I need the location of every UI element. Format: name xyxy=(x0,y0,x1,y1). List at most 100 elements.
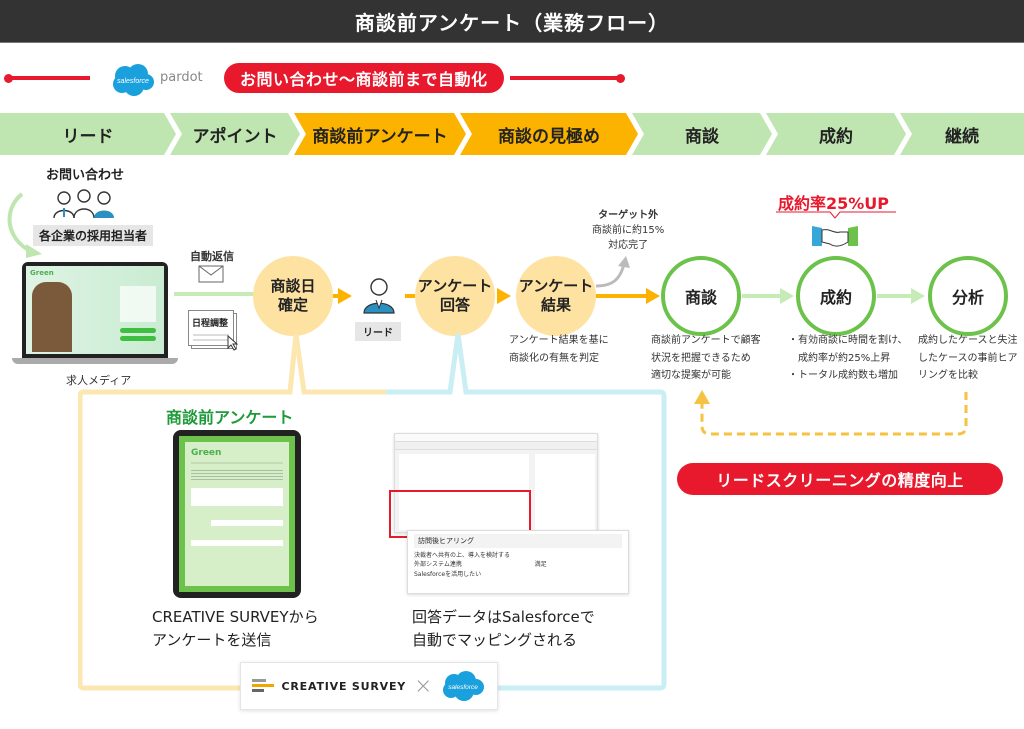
stage-appointment: アポイント xyxy=(170,113,300,155)
step-survey-result: アンケート結果 xyxy=(516,256,596,336)
hearing-section-title: 訪問後ヒアリング xyxy=(414,534,622,548)
lead-person-icon xyxy=(363,278,395,314)
cta-button xyxy=(120,328,156,333)
contract-desc: ・有効商談に時間を割け、 成約率が約25%上昇 ・トータル成約数も増加 xyxy=(788,332,908,385)
pardot-label: pardot xyxy=(160,70,203,85)
arrow-head xyxy=(780,288,794,304)
step-survey-answer: アンケート回答 xyxy=(415,256,495,336)
people-label: 各企業の採用担当者 xyxy=(33,225,154,246)
survey-result-desc: アンケート結果を基に 商談化の有無を判定 xyxy=(509,332,609,367)
curved-arrow-gray-icon xyxy=(595,256,630,288)
callout-line xyxy=(776,211,896,219)
desc-line: 商談化の有無を判定 xyxy=(509,352,599,364)
schedule-label: 日程調整 xyxy=(192,319,229,329)
stage-contract: 成約 xyxy=(766,113,906,155)
laptop-base xyxy=(12,358,178,364)
arrow-line xyxy=(742,294,782,298)
creative-survey-logo-icon xyxy=(251,679,274,692)
step-contract: 成約 xyxy=(796,256,876,336)
inquiry-title: お問い合わせ xyxy=(46,168,125,183)
desc-line: ・有効商談に時間を割け、 xyxy=(788,335,908,346)
step-line: アンケート xyxy=(417,276,493,295)
step-line: 確定 xyxy=(277,296,308,314)
arrow-line xyxy=(877,294,913,298)
stage-bar: リード アポイント 商談前アンケート 商談の見極め 商談 成約 継続 xyxy=(0,113,1024,155)
analysis-desc: 成約したケースと失注 したケースの事前ヒア リングを比較 xyxy=(918,332,1018,385)
salesforce-caption: 回答データはSalesforceで 自動でマッピングされる xyxy=(412,606,595,653)
desc-line: ・トータル成約数も増加 xyxy=(788,370,898,381)
tablet-green-logo: Green xyxy=(191,448,222,458)
arrow-line xyxy=(596,294,648,298)
handshake-icon xyxy=(812,226,858,247)
page-title: 商談前アンケート（業務フロー） xyxy=(0,0,1024,43)
hearing-section-zoom: 訪問後ヒアリング 決裁者へ共有の上、導入を検討する 外部システム連携 Sales… xyxy=(407,530,629,594)
caption-line: 自動でマッピングされる xyxy=(412,631,578,650)
creative-survey-logo: CREATIVE SURVEY xyxy=(281,679,407,693)
salesforce-record-screenshot xyxy=(394,433,598,533)
stage-continue: 継続 xyxy=(900,113,1024,155)
stage-screening: 商談の見極め xyxy=(460,113,638,155)
desc-line: 成約率が約25%上昇 xyxy=(788,352,891,364)
desc-line: アンケート結果を基に xyxy=(509,335,609,346)
sf-field-value: 満足 xyxy=(534,561,547,569)
arrow-head xyxy=(911,288,925,304)
job-media-laptop: Green xyxy=(22,262,168,358)
sf-field-value: 外部システム連携 xyxy=(414,561,462,569)
svg-text:salesforce: salesforce xyxy=(117,78,149,85)
caption-line: CREATIVE SURVEYから xyxy=(152,608,319,626)
out-of-target-note: ターゲット外 商談前に約15% 対応完了 xyxy=(592,208,664,253)
cta-button xyxy=(120,336,156,341)
line-end-dot xyxy=(616,74,625,83)
out-of-target-title: ターゲット外 xyxy=(598,210,659,221)
step-meeting-fixed: 商談日確定 xyxy=(253,256,333,336)
desc-line: 適切な提案が可能 xyxy=(651,370,731,381)
salesforce-cloud-icon: salesforce xyxy=(110,62,156,98)
stage-lead: リード xyxy=(0,113,176,155)
survey-caption: CREATIVE SURVEYから アンケートを送信 xyxy=(152,606,319,653)
green-logo: Green xyxy=(30,269,54,277)
survey-section-title: 商談前アンケート xyxy=(166,408,294,427)
stage-pre-survey: 商談前アンケート xyxy=(294,113,466,155)
automation-line-left xyxy=(8,76,90,80)
step-line: アンケート xyxy=(518,276,594,295)
conversion-up-badge: 成約率25%UP xyxy=(778,194,890,213)
desc-line: リングを比較 xyxy=(918,370,978,381)
people-icon xyxy=(53,189,114,219)
survey-tablet: Green xyxy=(173,430,301,598)
salesforce-logo: salesforce xyxy=(443,671,485,701)
screening-badge: リードスクリーニングの精度向上 xyxy=(677,463,1003,495)
arrow-line xyxy=(405,294,415,298)
caption-line: アンケートを送信 xyxy=(152,631,272,650)
schedule-window-icon: 日程調整 xyxy=(188,310,238,350)
mail-icon xyxy=(198,265,224,283)
step-line: 商談日 xyxy=(270,276,316,295)
step-analysis: 分析 xyxy=(928,256,1008,336)
step-line: 回答 xyxy=(439,296,470,314)
meeting-desc: 商談前アンケートで顧客 状況を把握できるため 適切な提案が可能 xyxy=(651,332,761,385)
detail-bracket xyxy=(78,333,667,691)
partner-logo-box: CREATIVE SURVEY × salesforce xyxy=(240,662,498,710)
form-panel xyxy=(120,286,156,322)
caption-line: 回答データはSalesforceで xyxy=(412,608,595,626)
automation-line-right xyxy=(510,76,620,80)
stage-meeting: 商談 xyxy=(632,113,772,155)
person-photo xyxy=(32,282,72,352)
desc-line: 商談前アンケートで顧客 xyxy=(651,335,761,346)
desc-line: 状況を把握できるため xyxy=(651,352,751,364)
job-media-label: 求人メディア xyxy=(66,374,132,387)
arrow-head xyxy=(646,288,660,304)
automation-badge: お問い合わせ〜商談前まで自動化 xyxy=(224,63,504,93)
auto-reply-label: 自動返信 xyxy=(190,250,234,263)
out-of-target-line: 対応完了 xyxy=(608,240,649,251)
lead-label: リード xyxy=(355,322,401,341)
svg-text:salesforce: salesforce xyxy=(449,684,479,691)
survey-input xyxy=(191,540,283,546)
survey-select xyxy=(211,520,283,526)
sf-field-value: Salesforceを活用したい xyxy=(414,570,482,578)
cross-sign: × xyxy=(414,673,433,699)
desc-line: したケースの事前ヒア xyxy=(918,352,1018,364)
connector-line xyxy=(174,292,256,296)
feedback-dashed-arrow xyxy=(694,390,968,436)
step-meeting: 商談 xyxy=(661,256,741,336)
out-of-target-line: 商談前に約15% xyxy=(592,225,665,236)
